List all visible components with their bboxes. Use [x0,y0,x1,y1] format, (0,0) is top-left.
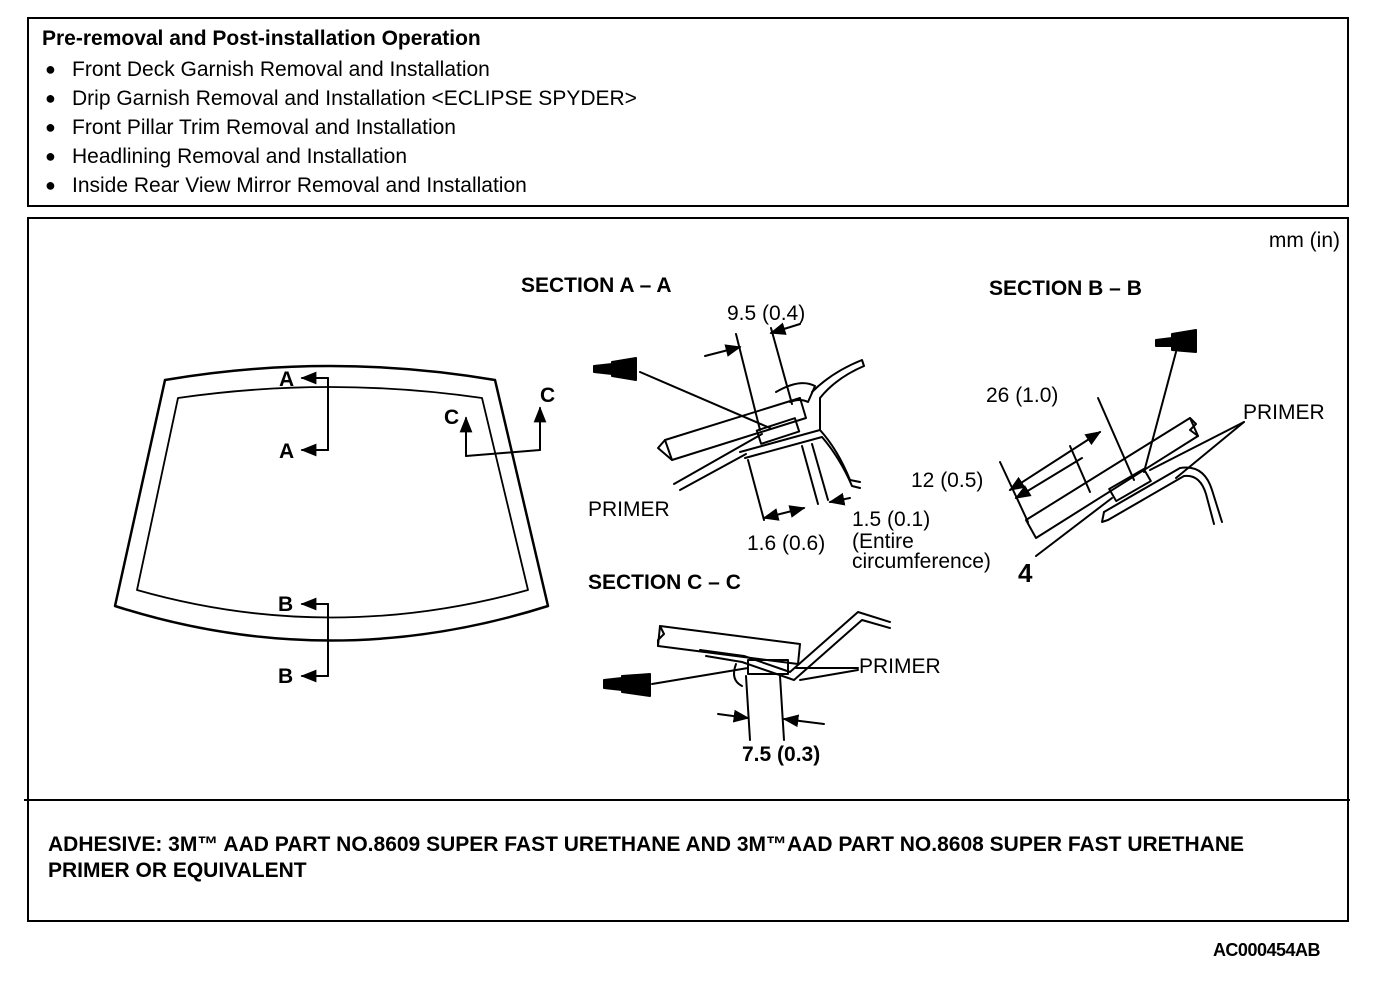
caulking-gun-icon-c [603,673,651,697]
section-bb-dim-outer: 26 (1.0) [986,384,1058,407]
windshield-outline [113,364,550,642]
marker-b-bottom: B [278,665,293,688]
bullet-icon: ● [45,59,56,79]
list-item-label: Headlining Removal and Installation [72,145,408,168]
caulking-gun-icon-a [593,357,637,381]
section-bb-primer: PRIMER [1243,401,1325,424]
divider-line [24,799,1350,801]
list-item-label: Inside Rear View Mirror Removal and Inst… [72,174,527,197]
section-cc-dim: 7.5 (0.3) [742,743,820,766]
section-aa-primer: PRIMER [588,498,670,521]
marker-b-top: B [278,593,293,616]
list-item: ● Front Pillar Trim Removal and Installat… [42,113,637,142]
pre-removal-heading: Pre-removal and Post-installation Operat… [42,27,481,50]
section-bb-dim-inner: 12 (0.5) [911,469,983,492]
section-aa-drawing [639,322,865,521]
marker-a-bottom: A [279,440,294,463]
bullet-icon: ● [45,88,56,108]
marker-c-right: C [540,384,555,407]
section-aa-note-1: (Entire [852,530,914,553]
section-a-marker [300,371,329,457]
list-item: ● Front Deck Garnish Removal and Installa… [42,55,637,84]
section-aa-dim-bottom-right: 1.5 (0.1) [852,508,930,531]
caulking-gun-icon-b [1155,329,1197,353]
section-aa-note-2: circumference) [852,550,991,573]
section-bb-callout: 4 [1018,558,1033,588]
marker-c-left: C [444,406,459,429]
section-cc-drawing [651,611,891,741]
list-item: ● Drip Garnish Removal and Installation <… [42,84,637,113]
diagram-box [27,217,1349,922]
list-item-label: Drip Garnish Removal and Installation <E… [72,87,637,110]
figure-code: AC000454AB [1212,940,1321,960]
section-aa-dim-bottom-left: 1.6 (0.6) [747,532,825,555]
bullet-icon: ● [45,117,56,137]
section-aa-dim-top: 9.5 (0.4) [727,302,805,325]
adhesive-note: ADHESIVE: 3M™ AAD PART NO.8609 SUPER FAS… [48,833,1245,882]
section-cc-primer: PRIMER [859,655,941,678]
units-label: mm (in) [1268,229,1340,252]
section-c-marker [459,406,547,457]
marker-a-top: A [279,368,294,391]
list-item: ● Inside Rear View Mirror Removal and Ins… [42,171,637,200]
section-b-marker [300,597,329,683]
section-bb-title: SECTION B – B [989,277,1142,300]
pre-removal-list: ● Front Deck Garnish Removal and Installa… [42,55,637,200]
bullet-icon: ● [45,175,56,195]
section-cc-title: SECTION C – C [588,571,741,594]
section-aa-title: SECTION A – A [521,274,672,297]
list-item-label: Front Pillar Trim Removal and Installati… [72,116,456,139]
list-item-label: Front Deck Garnish Removal and Installat… [72,58,490,81]
list-item: ● Headlining Removal and Installation [42,142,637,171]
bullet-icon: ● [45,146,56,166]
section-bb-drawing [999,351,1245,557]
pre-removal-box: Pre-removal and Post-installation Operat… [27,17,1349,207]
